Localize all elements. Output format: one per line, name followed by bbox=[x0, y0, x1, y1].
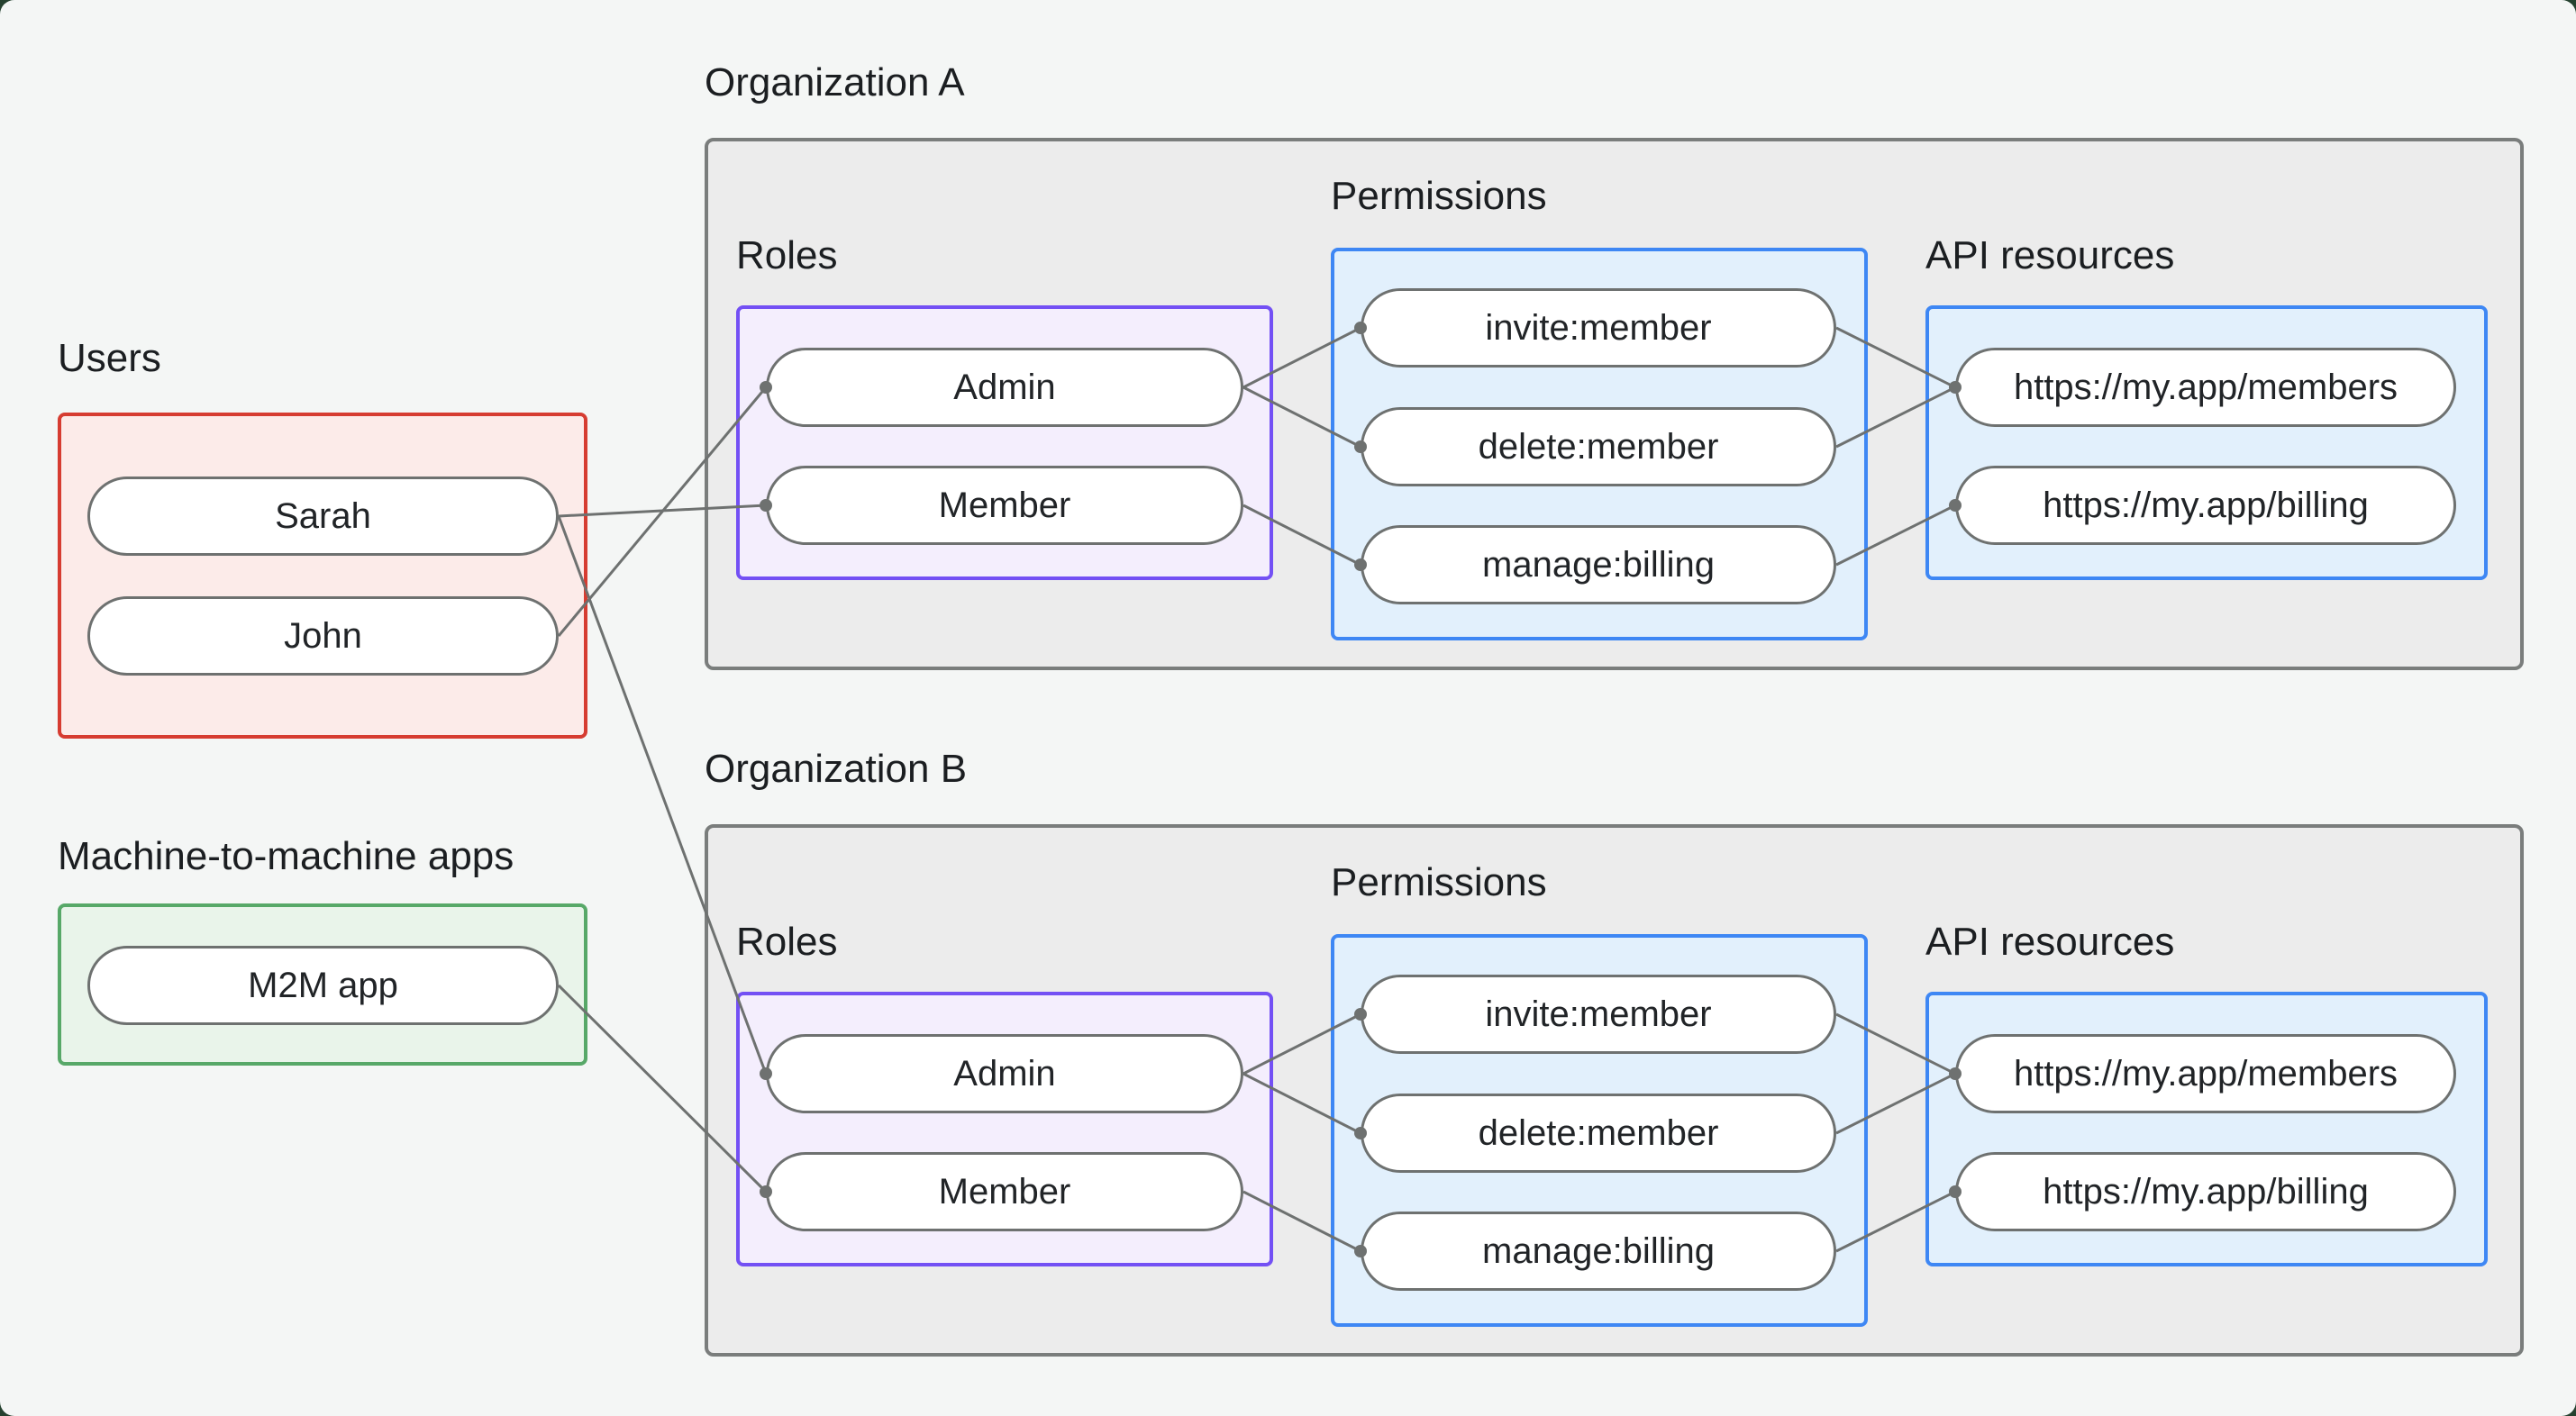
org-b-role-admin: Admin bbox=[766, 1034, 1243, 1113]
org-b-permissions-label: Permissions bbox=[1331, 860, 1547, 904]
org-a-permissions-label: Permissions bbox=[1331, 174, 1547, 218]
org-a-role-admin: Admin bbox=[766, 348, 1243, 427]
org-b-permission-manage-billing: manage:billing bbox=[1361, 1212, 1836, 1291]
org-a-api-billing-url: https://my.app/billing bbox=[1955, 466, 2456, 545]
org-b-api-billing-url: https://my.app/billing bbox=[1955, 1152, 2456, 1231]
org-b-title: Organization B bbox=[705, 747, 968, 791]
user-node-sarah: Sarah bbox=[87, 477, 559, 556]
org-a-role-member: Member bbox=[766, 466, 1243, 545]
org-b-permission-delete-member: delete:member bbox=[1361, 1094, 1836, 1173]
org-a-roles-label: Roles bbox=[736, 233, 838, 277]
org-b-roles-label: Roles bbox=[736, 920, 838, 964]
user-node-john: John bbox=[87, 596, 559, 676]
org-b-permission-invite-member: invite:member bbox=[1361, 975, 1836, 1054]
users-group-box bbox=[58, 413, 587, 739]
users-section-label: Users bbox=[58, 336, 161, 380]
org-b-api-label: API resources bbox=[1925, 920, 2175, 964]
org-b-role-member: Member bbox=[766, 1152, 1243, 1231]
m2m-app-node: M2M app bbox=[87, 946, 559, 1025]
m2m-section-label: Machine-to-machine apps bbox=[58, 834, 514, 878]
org-a-api-label: API resources bbox=[1925, 233, 2175, 277]
org-b-api-members-url: https://my.app/members bbox=[1955, 1034, 2456, 1113]
org-a-api-members-url: https://my.app/members bbox=[1955, 348, 2456, 427]
org-a-permission-delete-member: delete:member bbox=[1361, 407, 1836, 486]
org-a-permission-invite-member: invite:member bbox=[1361, 288, 1836, 368]
org-a-title: Organization A bbox=[705, 60, 965, 104]
org-a-permission-manage-billing: manage:billing bbox=[1361, 525, 1836, 604]
